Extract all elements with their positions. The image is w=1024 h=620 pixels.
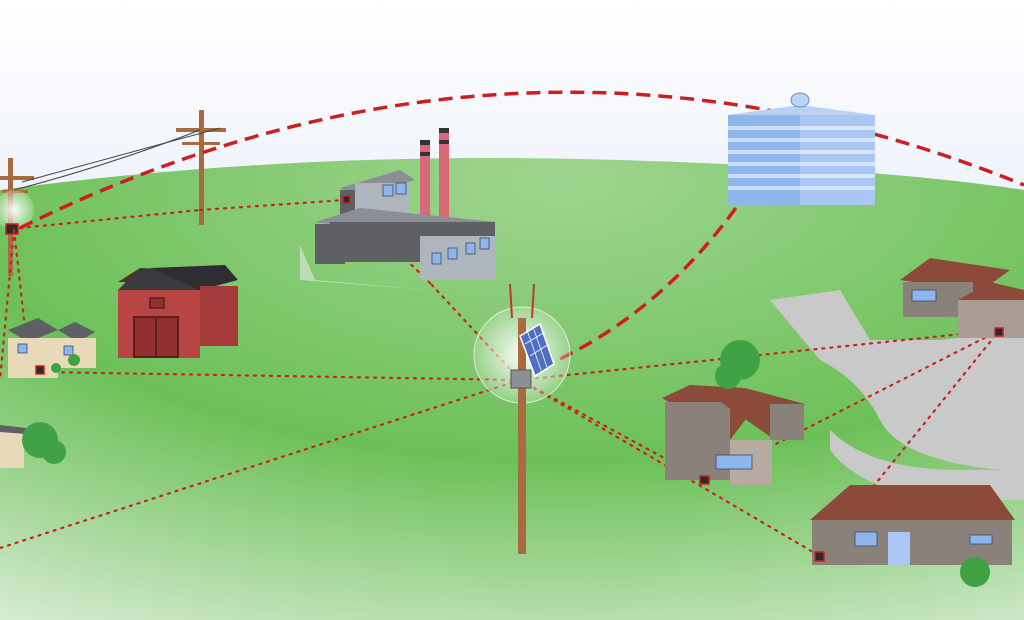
antenna-icon: [509, 283, 513, 319]
antenna-icon: [531, 283, 535, 319]
factory: [300, 128, 495, 290]
backhaul-link-arc: [19, 90, 1024, 230]
house-left: [8, 318, 96, 378]
utility-pole-left: [0, 158, 34, 276]
house-right-mid: [662, 340, 805, 485]
smart-meter-icon: [5, 223, 19, 235]
power-line: [13, 129, 201, 191]
smart-meter-icon: [510, 369, 532, 389]
utility-pole-mid: [176, 110, 226, 225]
house-right-bottom: [810, 485, 1015, 587]
road-lower: [830, 430, 1024, 500]
house-right-top: [900, 258, 1024, 338]
road: [770, 290, 1024, 470]
house-edge-left: [0, 422, 66, 468]
rooftop-antenna-icon: [790, 92, 810, 108]
collector-halo: [0, 190, 34, 230]
office-tower: [728, 92, 875, 205]
power-line-2: [21, 127, 221, 183]
collector-pole-icon: [473, 283, 571, 554]
barn: [118, 265, 238, 358]
